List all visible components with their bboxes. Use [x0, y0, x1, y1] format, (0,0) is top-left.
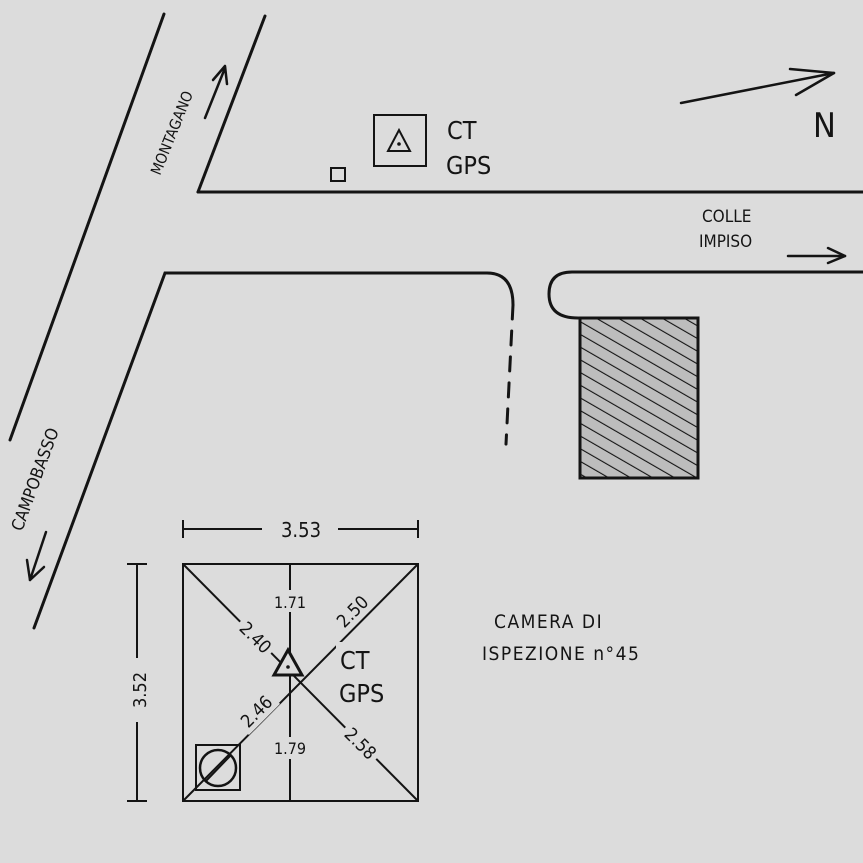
north-label: N [813, 106, 836, 146]
road-edge [547, 270, 863, 320]
svg-text:GPS: GPS [339, 679, 384, 708]
direction-arrow-icon [786, 246, 847, 265]
diagonal-line [182, 563, 419, 802]
measure-label-sw: 2.46 [231, 686, 281, 736]
road-edge [32, 271, 515, 630]
road-label-impiso: IMPISO [699, 232, 752, 252]
road-edge [8, 12, 166, 442]
svg-text:1.71: 1.71 [274, 593, 306, 612]
building [578, 316, 700, 480]
station-label-gps: GPS [446, 151, 491, 180]
chamber-outline [182, 563, 419, 802]
direction-arrow-icon [25, 530, 48, 582]
small-square-marker [330, 167, 346, 182]
manhole-icon [198, 748, 238, 788]
station-label-ct: CT [447, 116, 477, 145]
svg-text:CT: CT [340, 646, 370, 675]
measure-label-bottom: 1.79 [270, 737, 310, 759]
measure-label-top: 1.71 [270, 590, 310, 612]
dimension-width-value: 3.53 [281, 518, 321, 542]
marker-dot [286, 665, 290, 669]
measure-label-ne: 2.50 [327, 586, 377, 636]
north-arrow-icon [679, 67, 836, 105]
marker-dot [397, 142, 401, 146]
dimension-height-value: 3.52 [130, 672, 151, 708]
road-label-campobasso: CAMPOBASSO [8, 425, 64, 533]
triangle-marker-icon [386, 127, 412, 152]
road-edge [196, 14, 267, 194]
manhole-frame [195, 744, 241, 791]
road-label-colle: COLLE [702, 207, 751, 227]
road-dashed-edge [504, 303, 515, 446]
triangle-marker-icon [271, 646, 305, 677]
station-label-detail: CT GPS [336, 642, 398, 710]
inspection-label-line2: ISPEZIONE n°45 [482, 643, 640, 665]
road-label-montagano: MONTAGANO [147, 88, 197, 177]
svg-text:1.79: 1.79 [274, 739, 306, 758]
direction-arrow-icon [203, 64, 229, 120]
inspection-label-line1: CAMERA DI [494, 611, 603, 633]
station-marker-box [373, 114, 427, 167]
